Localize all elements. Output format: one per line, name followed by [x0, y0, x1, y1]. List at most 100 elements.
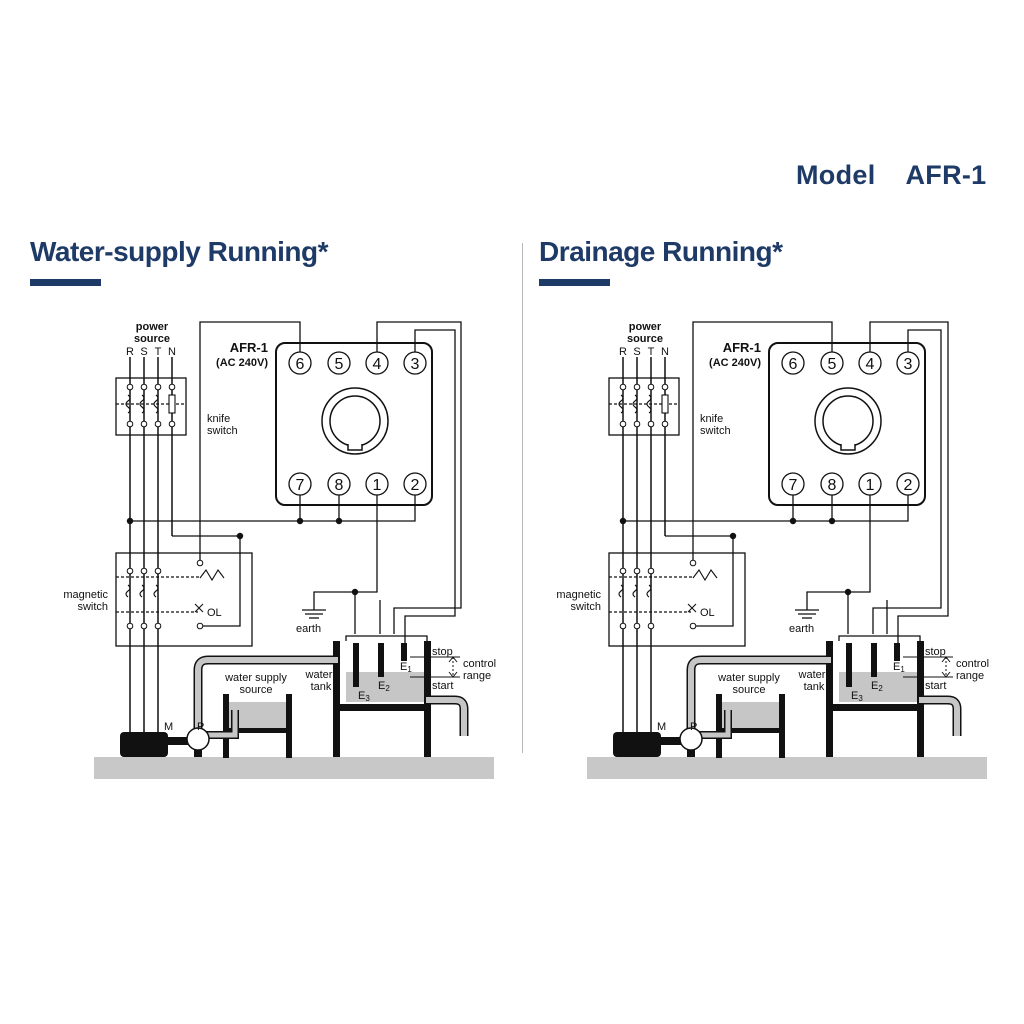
motor-label: M	[164, 721, 173, 733]
ground-slab	[94, 757, 494, 779]
phase-s-label: S	[633, 346, 640, 358]
relay-socket-inner	[329, 395, 381, 447]
terminal-4-label: 4	[373, 356, 382, 373]
ol-contact	[687, 603, 697, 613]
water-tank-label-2: tank	[804, 681, 825, 693]
e1-label: E1	[400, 661, 412, 674]
pump-motor	[120, 727, 210, 757]
magnetic-switch-label-2: switch	[570, 601, 601, 613]
e2-label: E2	[871, 680, 883, 693]
pump-label: P	[690, 721, 697, 733]
terminal-1-label: 1	[866, 477, 875, 494]
panel-title-underline	[539, 279, 610, 286]
terminal-2-label: 2	[411, 477, 420, 494]
e3-label: E3	[358, 690, 370, 703]
water-supply-source-label-2: source	[239, 684, 272, 696]
panel-title-water-supply: Water-supply Running*	[30, 236, 329, 267]
water-supply-source-label-1: water supply	[224, 672, 287, 684]
water-supply-basin	[206, 694, 292, 758]
stop-level-label: stop	[925, 646, 946, 658]
start-level-label: start	[925, 680, 946, 692]
water-tank	[686, 635, 962, 757]
model-name: AFR-1	[905, 160, 987, 190]
knife-switch-label-2: switch	[700, 425, 731, 437]
earth-symbol	[302, 604, 326, 619]
coil-symbol	[199, 569, 225, 582]
device-model-label: AFR-1	[230, 340, 268, 355]
phase-t-label: T	[155, 346, 162, 358]
terminal-6	[781, 351, 805, 375]
phase-r-label: R	[126, 346, 134, 358]
control-range-label-2: range	[463, 670, 491, 682]
magnetic-switch-label-1: magnetic	[63, 589, 108, 601]
power-source-label-1: power	[136, 321, 169, 333]
e2-label: E2	[378, 680, 390, 693]
afr1-relay-body	[275, 342, 433, 506]
power-source-label-2: source	[134, 333, 170, 345]
device-voltage-label: (AC 240V)	[709, 357, 761, 369]
water-tank	[193, 635, 469, 757]
e1-label: E1	[893, 661, 905, 674]
panel-title-drainage: Drainage Running*	[539, 236, 783, 267]
phase-n-label: N	[168, 346, 176, 358]
ol-label: OL	[700, 607, 715, 619]
terminal-1-label: 1	[373, 477, 382, 494]
terminal-3-label: 3	[904, 356, 913, 373]
terminal-5-label: 5	[828, 356, 837, 373]
earth-label: earth	[789, 623, 814, 635]
terminal-7-label: 7	[296, 477, 305, 494]
power-source-label-2: source	[627, 333, 663, 345]
magnetic-switch-box	[115, 552, 253, 647]
afr1-relay-body	[768, 342, 926, 506]
water-tank-label-2: tank	[311, 681, 332, 693]
pump-label: P	[197, 721, 204, 733]
magnetic-switch-label-1: magnetic	[556, 589, 601, 601]
terminal-8-label: 8	[828, 477, 837, 494]
terminal-5	[327, 351, 351, 375]
relay-socket-outer	[814, 387, 882, 455]
knife-switch-box	[608, 377, 680, 436]
relay-socket-inner	[822, 395, 874, 447]
terminal-8-label: 8	[335, 477, 344, 494]
terminal-6-label: 6	[789, 356, 798, 373]
control-range-label-2: range	[956, 670, 984, 682]
start-level-label: start	[432, 680, 453, 692]
water-tank-label-1: water	[305, 669, 333, 681]
panel-title-underline	[30, 279, 101, 286]
earth-symbol	[795, 604, 819, 619]
phase-t-label: T	[648, 346, 655, 358]
wiring-diagram-water-supply: power source R S T N AFR-1 (AC 240V) 6 5…	[63, 321, 496, 779]
control-range-label-1: control	[463, 658, 496, 670]
water-tank-label-1: water	[798, 669, 826, 681]
model-label: Model	[796, 160, 876, 190]
stop-level-label: stop	[432, 646, 453, 658]
coil-symbol	[692, 569, 718, 582]
knife-switch-box	[115, 377, 187, 436]
pump-motor	[613, 727, 703, 757]
wiring-diagram-drainage: power source R S T N AFR-1 (AC 240V) 6 5…	[556, 321, 989, 779]
ol-label: OL	[207, 607, 222, 619]
terminal-6-label: 6	[296, 356, 305, 373]
terminal-3-label: 3	[411, 356, 420, 373]
panel-divider	[522, 243, 523, 753]
phase-s-label: S	[140, 346, 147, 358]
control-range-label-1: control	[956, 658, 989, 670]
terminal-2-label: 2	[904, 477, 913, 494]
model-title: Model AFR-1	[796, 160, 987, 191]
motor-label: M	[657, 721, 666, 733]
terminal-5-label: 5	[335, 356, 344, 373]
power-source-label-1: power	[629, 321, 662, 333]
e3-label: E3	[851, 690, 863, 703]
knife-switch-label-1: knife	[700, 413, 723, 425]
terminal-7-label: 7	[789, 477, 798, 494]
magnetic-switch-label-2: switch	[77, 601, 108, 613]
phase-n-label: N	[661, 346, 669, 358]
water-supply-source-label-1: water supply	[717, 672, 780, 684]
knife-switch-label-1: knife	[207, 413, 230, 425]
ol-contact	[194, 603, 204, 613]
terminal-4-label: 4	[866, 356, 875, 373]
magnetic-switch-box	[608, 552, 746, 647]
device-voltage-label: (AC 240V)	[216, 357, 268, 369]
water-supply-basin	[699, 694, 785, 758]
device-model-label: AFR-1	[723, 340, 761, 355]
